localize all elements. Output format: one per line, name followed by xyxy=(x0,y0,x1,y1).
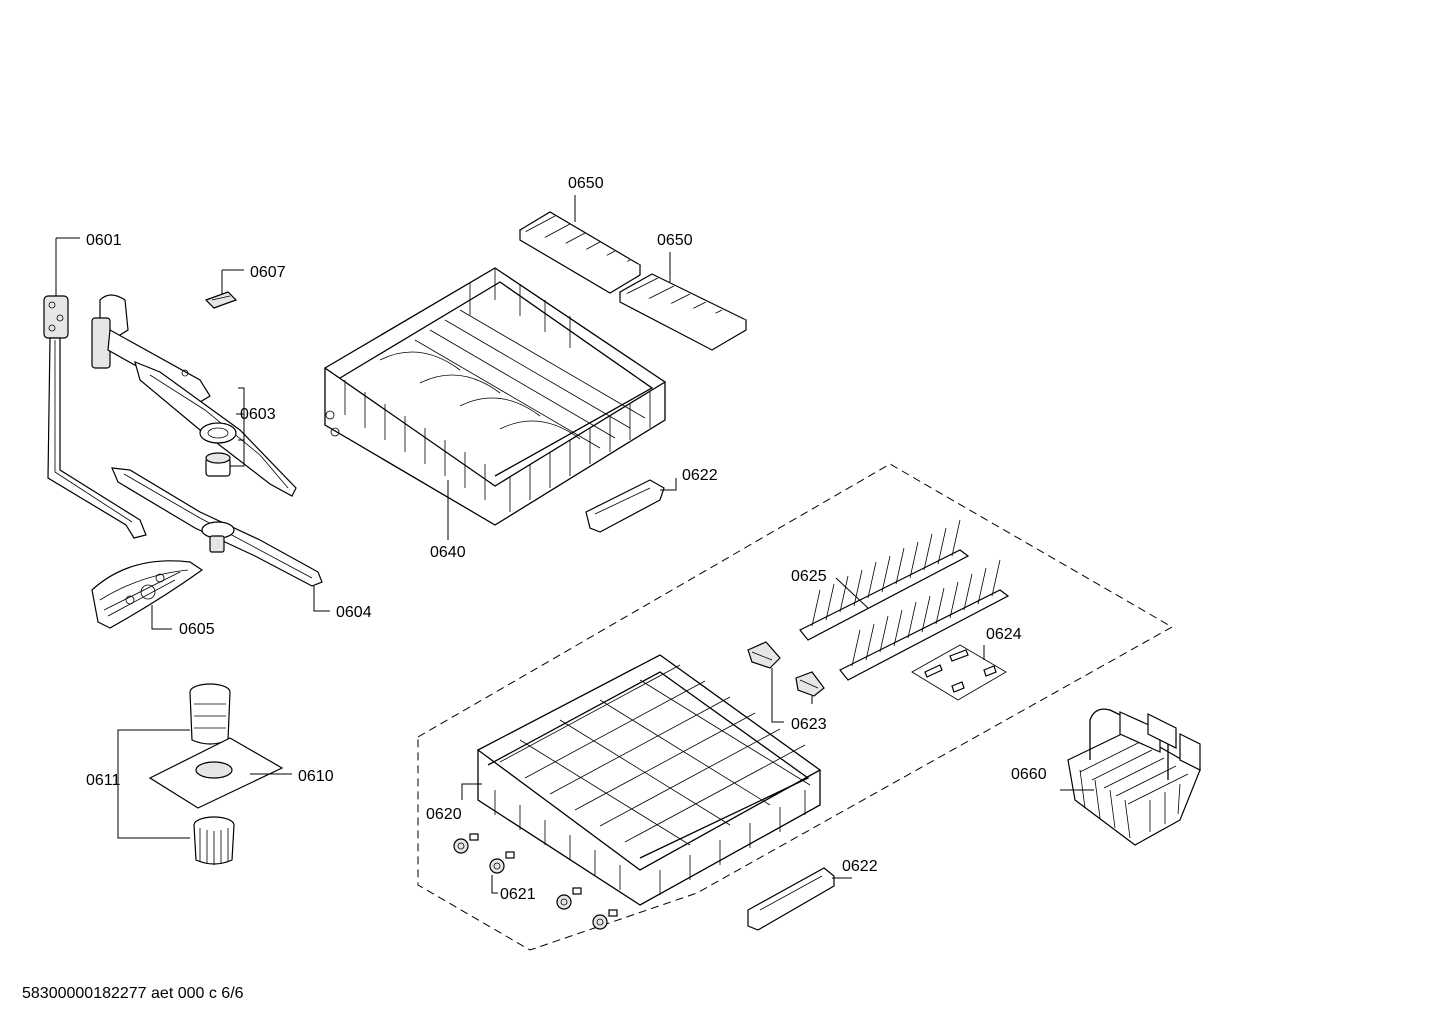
label-0640: 0640 xyxy=(430,544,466,561)
label-0650-top: 0650 xyxy=(568,175,604,192)
clip-icon xyxy=(204,269,244,309)
label-0607: 0607 xyxy=(250,264,286,281)
handle-icon xyxy=(585,478,677,533)
label-0610: 0610 xyxy=(298,768,334,785)
drawing-reference: 58300000182277 aet 000 c 6/6 xyxy=(22,985,244,1002)
label-0622-lower: 0622 xyxy=(842,858,878,875)
tine-rack-icon xyxy=(799,519,1010,681)
label-0604: 0604 xyxy=(336,604,372,621)
lower-spray-arm-icon xyxy=(111,467,330,612)
label-0623: 0623 xyxy=(791,716,827,733)
upper-basket-icon xyxy=(323,267,667,540)
label-0660: 0660 xyxy=(1011,766,1047,783)
label-0605: 0605 xyxy=(179,621,215,638)
label-0650-second: 0650 xyxy=(657,232,693,249)
cutlery-basket-icon xyxy=(1060,708,1202,846)
cover-plate-icon xyxy=(91,560,204,630)
handle-lower-icon xyxy=(747,867,852,931)
cup-rack-icon xyxy=(518,195,748,351)
label-0621: 0621 xyxy=(500,886,536,903)
wheel-icon xyxy=(453,833,618,930)
label-0601: 0601 xyxy=(86,232,122,249)
label-0625: 0625 xyxy=(791,568,827,585)
rack-clip-icon xyxy=(747,641,825,723)
spray-pipe-icon xyxy=(43,237,147,539)
label-0622-upper: 0622 xyxy=(682,467,718,484)
label-0620: 0620 xyxy=(426,806,462,823)
upper-spray-arm-icon xyxy=(91,294,297,497)
label-0611: 0611 xyxy=(86,772,121,789)
small-parts-icon xyxy=(911,644,1007,701)
label-0603: 0603 xyxy=(240,406,276,423)
filter-assembly-icon xyxy=(117,683,292,865)
label-0624: 0624 xyxy=(986,626,1022,643)
lower-basket-group-outline xyxy=(417,463,1174,951)
lower-basket-icon xyxy=(461,654,822,906)
